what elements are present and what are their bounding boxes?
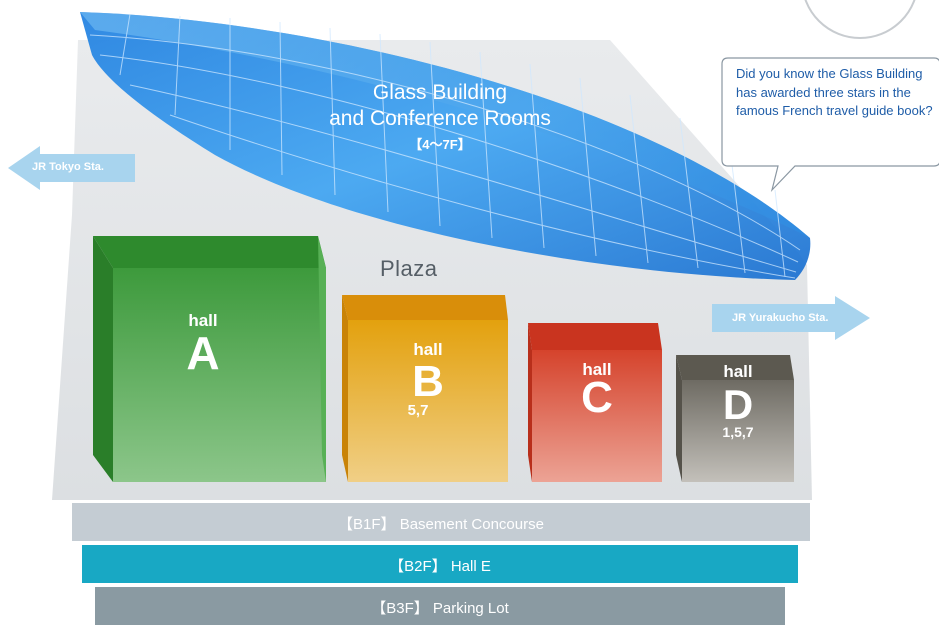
floor-b3f-bar: [95, 587, 785, 625]
hall-b-floors: 5,7: [407, 402, 429, 419]
hall-d-floors: 1,5,7: [722, 424, 754, 440]
hall-b-block: [342, 295, 508, 482]
hall-b-word: hall: [413, 340, 443, 359]
jr-tokyo-label: JR Tokyo Sta.: [32, 161, 104, 173]
floor-b1f-label: 【B1F】 Basement Concourse: [338, 516, 544, 533]
callout-bubble: [721, 57, 939, 193]
jr-yurakucho-label: JR Yurakucho Sta.: [732, 312, 829, 324]
corner-circle-icon: [804, 0, 916, 39]
hall-d-letter: D: [722, 381, 754, 428]
hall-c-word: hall: [582, 360, 612, 379]
glass-building-title: Glass Building and Conference Rooms: [329, 81, 551, 130]
right-arrow-icon: [712, 296, 870, 340]
hall-c-letter: C: [581, 373, 613, 422]
left-arrow-icon: [8, 146, 135, 190]
hall-a-block: [93, 236, 326, 482]
hall-b-letter: B: [412, 357, 444, 406]
floor-b2f-bar: [82, 545, 798, 583]
callout-text: Did you know the Glass Building has awar…: [736, 66, 933, 118]
hall-a-word: hall: [188, 311, 218, 330]
glass-building-shape: [80, 12, 811, 280]
floor-b1f-bar: [72, 503, 810, 541]
glass-building-floors: 【4～7F】: [409, 137, 471, 152]
hall-d-word: hall: [723, 362, 753, 381]
hall-a-letter: A: [186, 327, 220, 379]
hall-d-block: [676, 355, 794, 482]
hall-c-block: [528, 323, 662, 482]
plaza-label: Plaza: [380, 256, 438, 281]
floor-b3f-label: 【B3F】 Parking Lot: [371, 600, 509, 617]
floor-b2f-label: 【B2F】 Hall E: [389, 558, 491, 575]
